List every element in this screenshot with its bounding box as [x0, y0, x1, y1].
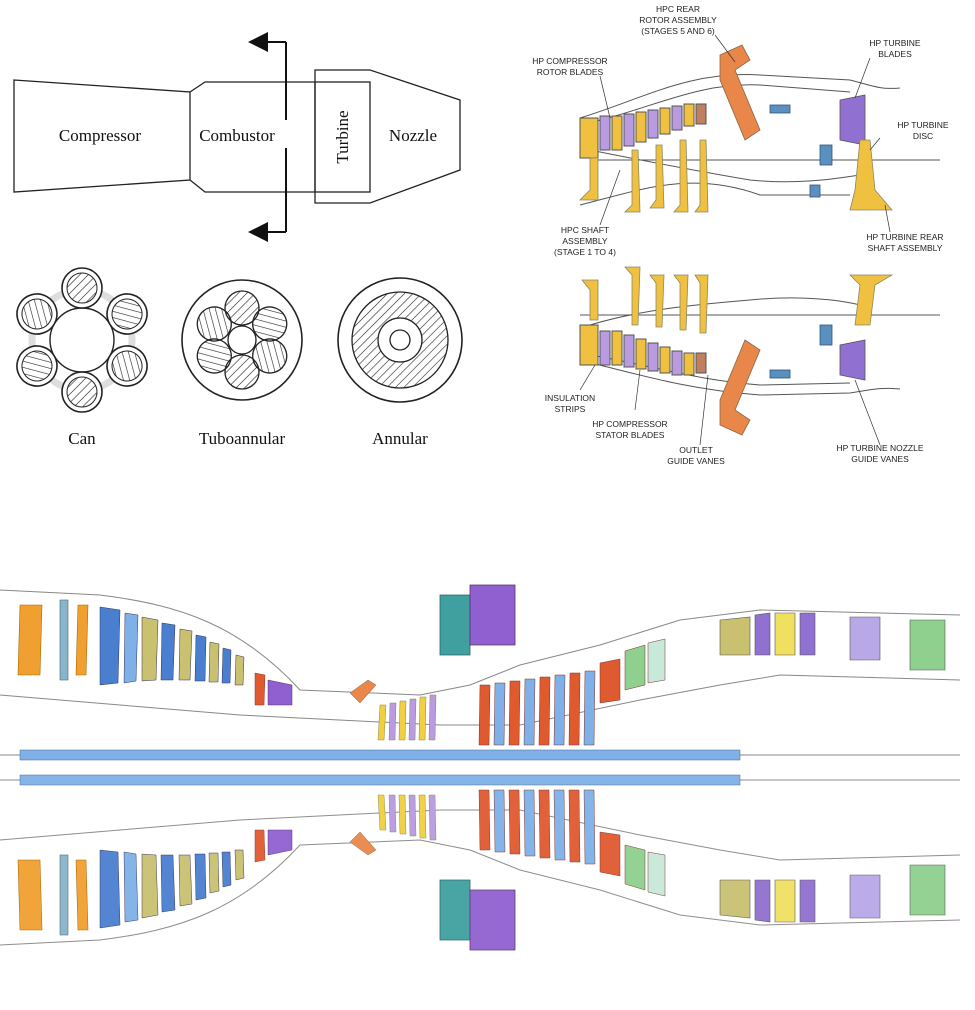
hp-turbine-blades-part	[839, 94, 866, 146]
nozzle-label: Nozzle	[389, 126, 437, 145]
svg-text:DISC: DISC	[913, 131, 933, 141]
label-hp-turbine-nozzle: HP TURBINE NOZZLE GUIDE VANES	[836, 443, 923, 464]
svg-text:HPC SHAFT: HPC SHAFT	[561, 225, 609, 235]
svg-text:STATOR BLADES: STATOR BLADES	[596, 430, 665, 440]
svg-text:HPC REAR: HPC REAR	[656, 4, 700, 14]
svg-text:ASSEMBLY: ASSEMBLY	[562, 236, 608, 246]
gearbox-housing	[439, 594, 471, 656]
svg-text:STRIPS: STRIPS	[555, 404, 586, 414]
turbine-label: Turbine	[333, 110, 352, 163]
outlet-guide-vane-part	[719, 339, 761, 436]
hp-turbine-disc-part	[849, 139, 893, 211]
label-outlet-guide-vanes: OUTLET GUIDE VANES	[667, 445, 725, 466]
engine-outline	[13, 69, 461, 204]
label-insulation-strips: INSULATION STRIPS	[545, 393, 595, 414]
svg-text:(STAGE 1 TO 4): (STAGE 1 TO 4)	[554, 247, 616, 257]
lp-compressor-blades	[99, 606, 245, 686]
label-hp-turbine-blades: HP TURBINE BLADES	[869, 38, 921, 59]
hpc-discs	[579, 139, 709, 213]
engine-schematic: Compressor Combustor Turbine Nozzle Can	[8, 32, 463, 448]
svg-text:SHAFT ASSEMBLY: SHAFT ASSEMBLY	[868, 243, 943, 253]
svg-text:GUIDE VANES: GUIDE VANES	[851, 454, 909, 464]
combustor-label: Combustor	[199, 126, 275, 145]
hp-core-section-bottom: INSULATION STRIPS HP COMPRESSOR STATOR B…	[545, 266, 940, 466]
label-hpc-shaft: HPC SHAFT ASSEMBLY (STAGE 1 TO 4)	[554, 225, 616, 257]
section-cut-line	[248, 32, 287, 242]
can-label: Can	[68, 429, 96, 448]
label-hpc-rear-rotor: HPC REAR ROTOR ASSEMBLY (STAGES 5 AND 6)	[639, 4, 717, 36]
svg-text:BLADES: BLADES	[878, 49, 912, 59]
exhaust-section	[719, 612, 946, 671]
svg-text:HP COMPRESSOR: HP COMPRESSOR	[532, 56, 607, 66]
hp-core-section-top: HPC REAR ROTOR ASSEMBLY (STAGES 5 AND 6)…	[532, 4, 949, 257]
svg-text:HP TURBINE: HP TURBINE	[897, 120, 949, 130]
hp-compressor-blades	[377, 694, 437, 741]
hpc-discs-lower	[581, 266, 894, 334]
nozzle-section	[314, 69, 461, 204]
hp-turbine-nozzle-part	[839, 339, 866, 381]
inlet-guide-vane	[17, 604, 43, 676]
tuboannular-combustor-diagram	[181, 279, 303, 401]
label-hp-turbine-rear-shaft: HP TURBINE REAR SHAFT ASSEMBLY	[866, 232, 943, 253]
annular-combustor-diagram	[337, 277, 463, 403]
hpc-rear-rotor-part	[719, 44, 761, 141]
svg-text:HP TURBINE: HP TURBINE	[869, 38, 921, 48]
svg-text:HP COMPRESSOR: HP COMPRESSOR	[592, 419, 667, 429]
svg-text:ROTOR ASSEMBLY: ROTOR ASSEMBLY	[639, 15, 717, 25]
svg-text:HP TURBINE NOZZLE: HP TURBINE NOZZLE	[836, 443, 923, 453]
label-hpc-rotor-blades: HP COMPRESSOR ROTOR BLADES	[532, 56, 607, 77]
svg-text:INSULATION: INSULATION	[545, 393, 595, 403]
label-hp-turbine-disc: HP TURBINE DISC	[897, 120, 949, 141]
svg-text:OUTLET: OUTLET	[679, 445, 713, 455]
tuboannular-label: Tuboannular	[199, 429, 286, 448]
svg-text:GUIDE VANES: GUIDE VANES	[667, 456, 725, 466]
hpc-stator-drums	[579, 324, 707, 376]
annular-label: Annular	[372, 429, 428, 448]
hpc-rotor-drums	[579, 103, 707, 159]
power-turbine-blades	[478, 638, 666, 746]
compressor-label: Compressor	[59, 126, 142, 145]
label-hpc-stator-blades: HP COMPRESSOR STATOR BLADES	[592, 419, 667, 440]
turbine-section	[314, 81, 371, 193]
can-combustor-diagram	[8, 267, 156, 413]
svg-text:(STAGES 5 AND 6): (STAGES 5 AND 6)	[641, 26, 715, 36]
svg-text:HP TURBINE REAR: HP TURBINE REAR	[866, 232, 943, 242]
full-engine-cross-section	[0, 584, 961, 951]
svg-text:ROTOR BLADES: ROTOR BLADES	[537, 67, 604, 77]
